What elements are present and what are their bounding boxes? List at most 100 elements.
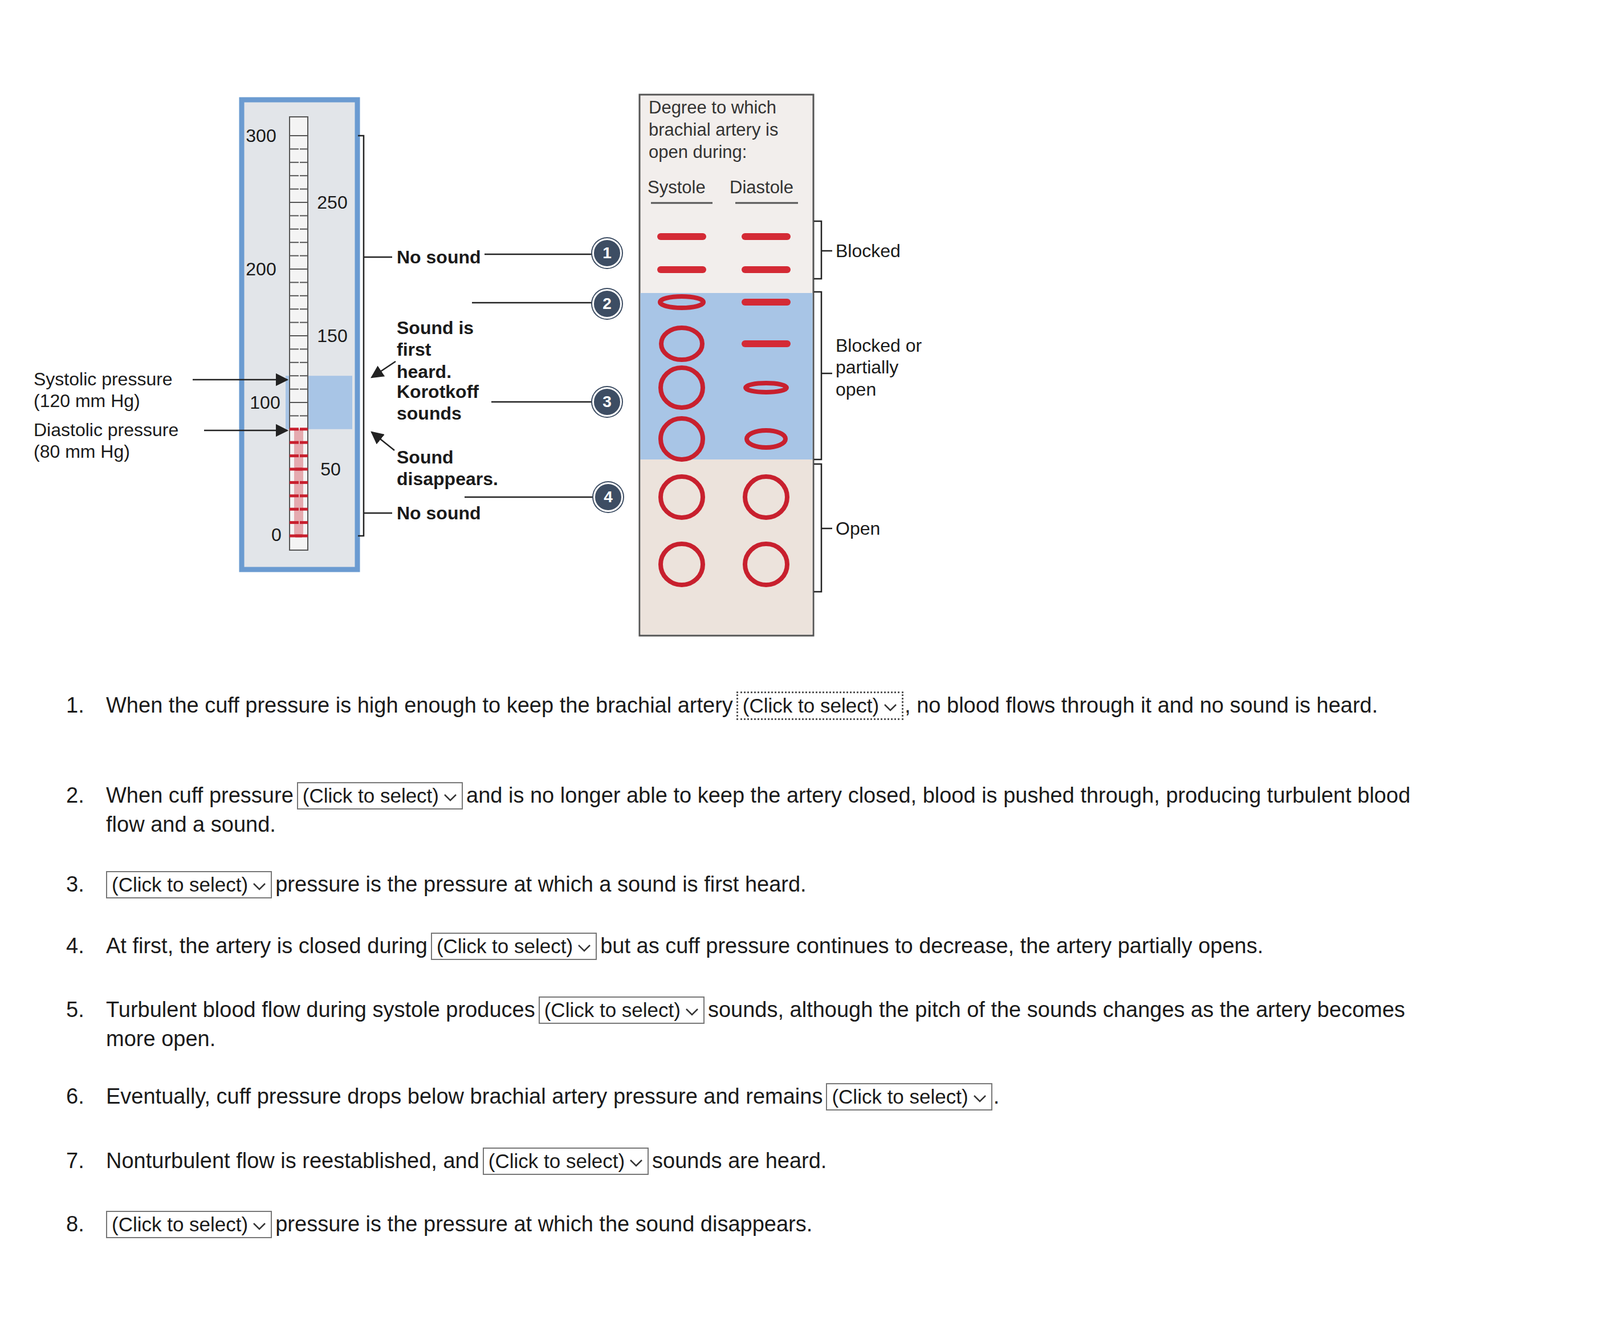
question-number: 8.: [66, 1209, 85, 1239]
question-number: 6.: [66, 1081, 85, 1111]
question-row: Eventually, cuff pressure drops below br…: [106, 1081, 1435, 1111]
scale-number: 0: [271, 523, 282, 546]
scale-tick: [289, 161, 299, 164]
column-heading: Diastole: [729, 176, 794, 199]
question-text: , no blood flows through it and no sound…: [904, 693, 1378, 718]
dropdown-box: (Click to select): [736, 691, 904, 720]
scale-tick: [289, 414, 299, 417]
dropdown-chevron: [252, 881, 267, 891]
scale-tick: [289, 148, 299, 150]
leader-line: [464, 496, 594, 499]
question-number: 1.: [66, 690, 85, 720]
question-row: When the cuff pressure is high enough to…: [106, 690, 1435, 720]
annotation-label: No sound: [396, 502, 511, 524]
scale-tick: [299, 348, 308, 350]
question-text: .: [993, 1084, 1000, 1109]
leader-line: [363, 512, 393, 515]
scale-number: 150: [316, 324, 348, 347]
dropdown-chevron: [972, 1093, 987, 1103]
question-row: When cuff pressure(Click to select)and i…: [106, 780, 1435, 840]
question-row: At first, the artery is closed during(Cl…: [106, 931, 1435, 961]
scale-tick: [289, 308, 299, 310]
callout-text: 1: [602, 243, 612, 262]
artery-open: [660, 418, 703, 460]
drawing-part: [974, 1095, 986, 1102]
scale-tick: [299, 295, 308, 297]
dropdown-chevron: [685, 1007, 699, 1017]
artery-open: [661, 327, 703, 360]
leader-line: [491, 401, 593, 403]
annotation-label: Sound is first heard.: [396, 316, 488, 383]
scale-tick: [289, 188, 299, 190]
open-band: [640, 459, 813, 635]
drawing-part: [578, 945, 590, 951]
scale-tick: [295, 401, 308, 403]
scale-tick: [295, 135, 308, 137]
leader-line: [484, 253, 593, 256]
scale-tick: [289, 348, 299, 350]
question-number: 4.: [66, 931, 85, 961]
scale-tick: [289, 255, 299, 257]
scale-tick: [299, 228, 308, 230]
scale-tick: [299, 214, 308, 217]
leader-line: [363, 256, 393, 259]
annotation-label: Korotkoff sounds: [396, 380, 494, 425]
drawing-part: [686, 1008, 698, 1015]
scale-tick: [299, 322, 308, 324]
bracket: [357, 135, 364, 536]
dropdown-chevron: [252, 1221, 267, 1231]
dropdown-chevron: [577, 943, 592, 953]
scale-number: 250: [316, 191, 348, 214]
artery-closed: [741, 266, 791, 274]
callout-text: 2: [602, 294, 612, 313]
dropdown-text: (Click to select): [831, 1085, 968, 1108]
dropdown-text: (Click to select): [544, 998, 681, 1021]
scale-number: 100: [249, 391, 280, 414]
scale-tick: [299, 414, 308, 417]
artery-panel: Degree to which brachial artery is open …: [639, 94, 814, 636]
question-text: pressure is the pressure at which a soun…: [275, 872, 806, 897]
dropdown-chevron: [629, 1158, 643, 1168]
scale-tick: [289, 322, 299, 324]
question-row: Nonturbulent flow is reestablished, and(…: [106, 1146, 1435, 1176]
scale-tick: [299, 241, 308, 243]
artery-open: [744, 476, 788, 518]
scale-tick: [289, 214, 299, 217]
partial-band: [640, 292, 813, 460]
dropdown-text: (Click to select): [302, 784, 439, 807]
arrow-line: [192, 379, 288, 381]
scale-tick: [295, 201, 308, 203]
callout-number: 3: [592, 387, 622, 417]
question-number: 3.: [66, 869, 85, 899]
drawing-part: [630, 1159, 642, 1166]
scale-tick: [289, 281, 299, 283]
dropdown-box: (Click to select): [106, 870, 272, 899]
question-row: (Click to select) pressure is the pressur…: [106, 869, 1435, 899]
artery-closed: [741, 233, 791, 240]
question-text: sounds are heard.: [652, 1148, 827, 1173]
scale-number: 300: [245, 124, 276, 147]
question-text: but as cuff pressure continues to decrea…: [600, 933, 1264, 958]
manometer-body: [241, 99, 358, 570]
panel-heading: Degree to which brachial artery is open …: [648, 96, 812, 164]
bracket: [813, 463, 833, 592]
dropdown-text: (Click to select): [111, 873, 248, 896]
arrow-line: [204, 429, 288, 432]
annotation-label: Sound disappears.: [396, 446, 511, 491]
artery-open: [660, 367, 703, 408]
artery-closed: [741, 298, 791, 306]
dropdown-chevron: [443, 792, 458, 802]
question-text: pressure is the pressure at which the so…: [275, 1211, 813, 1236]
mercury-column: [294, 429, 304, 536]
dropdown-box: (Click to select): [430, 932, 597, 960]
scale-tick: [299, 388, 308, 390]
callout-text: 3: [602, 392, 612, 411]
scale-tick: [299, 375, 308, 377]
annotation-label: No sound: [396, 246, 511, 268]
annotation-label: Blocked or partially open: [835, 334, 944, 401]
question-text: When cuff pressure: [106, 783, 294, 808]
question-text: When the cuff pressure is high enough to…: [106, 693, 734, 718]
dropdown-text: (Click to select): [436, 934, 573, 958]
scale-tick: [289, 361, 299, 364]
question-number: 5.: [66, 995, 85, 1025]
